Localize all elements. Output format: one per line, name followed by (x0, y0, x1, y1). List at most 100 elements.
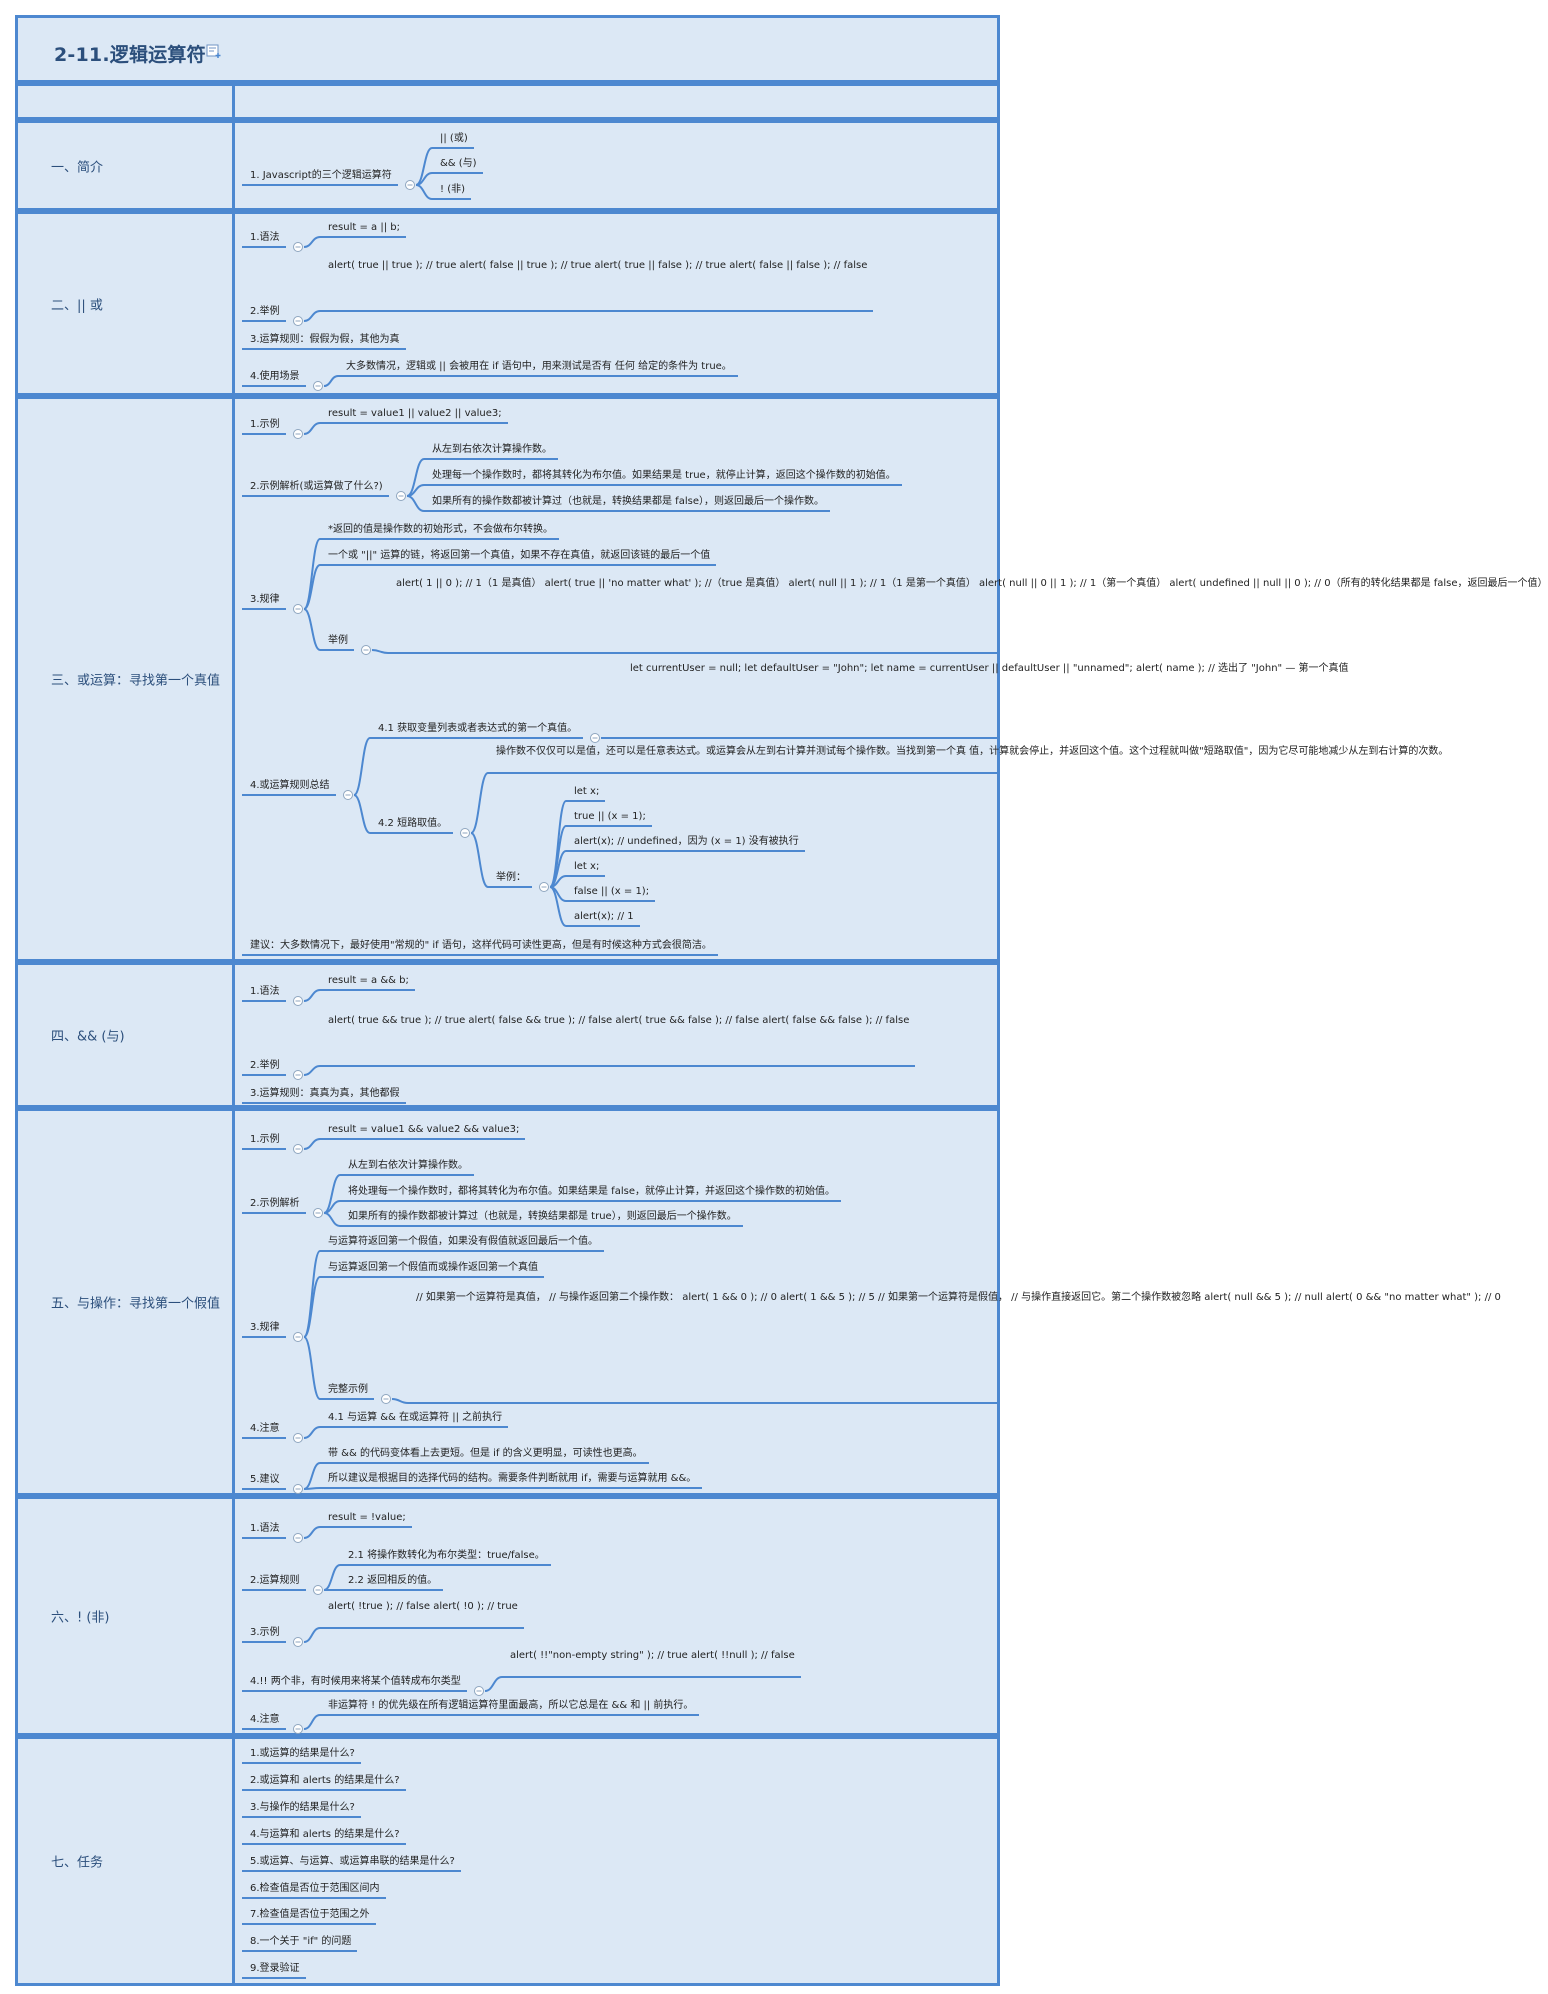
leaf-node[interactable]: 5.或运算、与运算、或运算串联的结果是什么? (250, 1856, 455, 1867)
header-spacer-left (15, 83, 235, 120)
section-title-cell: 六、! (非) (15, 1496, 235, 1736)
leaf-node[interactable]: 1.或运算的结果是什么? (250, 1748, 355, 1759)
topic-node[interactable]: 2.运算规则 (250, 1575, 300, 1586)
topic-node[interactable]: 2.举例 (250, 1060, 280, 1071)
section-content-cell: 1.或运算的结果是什么? 2.或运算和 alerts 的结果是什么? 3.与操作的结… (232, 1736, 1000, 1986)
leaf-node[interactable]: 所以建议是根据目的选择代码的结构。需要条件判断就用 if，需要与运算就用 &&。 (328, 1473, 697, 1484)
section-content-cell: 1.语法 result = a || b; 2.举例 alert( true || t… (232, 211, 1000, 396)
leaf-node[interactable]: 操作数不仅仅可以是值，还可以是任意表达式。或运算会从左到右计算并测试每个操作数。… (496, 746, 1449, 757)
topic-node[interactable]: 4.!! 两个非，有时候用来将某个值转成布尔类型 (250, 1676, 461, 1687)
leaf-node[interactable]: 从左到右依次计算操作数。 (432, 444, 552, 455)
topic-node[interactable]: 2.举例 (250, 306, 280, 317)
branch-lines (242, 1138, 1000, 1494)
leaf-node[interactable]: result = a && b; (328, 975, 409, 986)
leaf-node[interactable]: *返回的值是操作数的初始形式，不会做布尔转换。 (328, 524, 553, 535)
section-title: 四、&& (与) (51, 1029, 125, 1045)
note-add-icon[interactable] (206, 44, 222, 58)
section-content-cell: 1.示例 result = value1 && value2 && value3;… (232, 1108, 1501, 1496)
leaf-node[interactable]: alert(x); // undefined，因为 (x = 1) 没有被执行 (574, 836, 799, 847)
leaf-node[interactable]: 4.1 与运算 && 在或运算符 || 之前执行 (328, 1412, 503, 1423)
leaf-node[interactable]: 如果所有的操作数都被计算过（也就是，转换结果都是 false），则返回最后一个操… (432, 496, 824, 507)
section-content-cell: 1.语法 result = a && b; 2.举例 alert( true && t… (232, 962, 1000, 1108)
section-title-cell: 五、与操作：寻找第一个假值 (15, 1108, 235, 1496)
topic-node[interactable]: 举例 (328, 635, 348, 646)
leaf-node[interactable]: 3.与操作的结果是什么? (250, 1802, 355, 1813)
leaf-node[interactable]: ! (非) (440, 184, 465, 195)
leaf-node[interactable]: 9.登录验证 (250, 1963, 300, 1974)
leaf-node[interactable]: alert( 1 || 0 ); // 1（1 是真值） alert( true… (396, 578, 1548, 589)
topic-node[interactable]: 1. Javascript的三个逻辑运算符 (250, 170, 392, 181)
leaf-node[interactable]: alert(x); // 1 (574, 911, 634, 922)
topic-node[interactable]: 2.示例解析 (250, 1198, 300, 1209)
leaf-node[interactable]: 3.运算规则：真真为真，其他都假 (250, 1088, 400, 1099)
leaf-node[interactable]: alert( true || true ); // true alert( fa… (328, 260, 868, 271)
topic-node[interactable]: 3.规律 (250, 594, 280, 605)
section-title: 二、|| 或 (51, 298, 103, 313)
topic-node[interactable]: 2.示例解析(或运算做了什么?) (250, 481, 383, 492)
leaf-node[interactable]: 处理每一个操作数时，都将其转化为布尔值。如果结果是 true，就停止计算，返回这… (432, 470, 896, 481)
leaf-node[interactable]: 如果所有的操作数都被计算过（也就是，转换结果都是 true），则返回最后一个操作… (348, 1211, 737, 1222)
leaf-node[interactable]: result = !value; (328, 1512, 406, 1523)
leaf-node[interactable]: // 如果第一个运算符是真值， // 与操作返回第二个操作数： alert( 1… (416, 1292, 1501, 1303)
page-title: 2-11.逻辑运算符 (54, 44, 206, 66)
leaf-node[interactable]: alert( true && true ); // true alert( fa… (328, 1015, 910, 1026)
leaf-node[interactable]: && (与) (440, 158, 477, 169)
topic-node[interactable]: 4.1 获取变量列表或者表达式的第一个真值。 (378, 723, 578, 734)
leaf-node[interactable]: 大多数情况，逻辑或 || 会被用在 if 语句中，用来测试是否有 任何 给定的条… (346, 361, 732, 372)
title-row: 2-11.逻辑运算符 (15, 15, 1000, 83)
branch-lines (242, 422, 1000, 956)
section-title: 三、或运算：寻找第一个真值 (51, 673, 221, 689)
topic-node[interactable]: 举例： (496, 872, 526, 883)
leaf-node[interactable]: 2.或运算和 alerts 的结果是什么? (250, 1775, 400, 1786)
leaf-node[interactable]: 将处理每一个操作数时，都将其转化为布尔值。如果结果是 false，就停止计算，并… (348, 1186, 835, 1197)
leaf-node[interactable]: 3.运算规则：假假为假，其他为真 (250, 334, 400, 345)
topic-node[interactable]: 完整示例 (328, 1384, 368, 1395)
section-title-cell: 三、或运算：寻找第一个真值 (15, 396, 235, 962)
leaf-node[interactable]: 从左到右依次计算操作数。 (348, 1160, 468, 1171)
leaf-node[interactable]: alert( !!"non-empty string" ); // true a… (510, 1650, 795, 1661)
topic-node[interactable]: 4.使用场景 (250, 371, 300, 382)
leaf-node[interactable]: 一个或 "||" 运算的链，将返回第一个真值，如果不存在真值，就返回该链的最后一… (328, 550, 711, 561)
leaf-node[interactable]: let x; (574, 861, 600, 872)
leaf-node[interactable]: let currentUser = null; let defaultUser … (630, 663, 1349, 674)
leaf-node[interactable]: 8.一个关于 "if" 的问题 (250, 1936, 352, 1947)
topic-node[interactable]: 4.2 短路取值。 (378, 818, 448, 829)
leaf-node[interactable]: 2.2 返回相反的值。 (348, 1575, 438, 1586)
leaf-node[interactable]: 与运算返回第一个假值而或操作返回第一个真值 (328, 1262, 538, 1273)
leaf-node[interactable]: result = value1 || value2 || value3; (328, 408, 502, 419)
section-title-cell: 七、任务 (15, 1736, 235, 1986)
leaf-node[interactable]: 建议：大多数情况下，最好使用"常规的" if 语句，这样代码可读性更高，但是有时… (250, 940, 712, 951)
leaf-node[interactable]: 非运算符 ! 的优先级在所有逻辑运算符里面最高，所以它总是在 && 和 || 前… (328, 1700, 694, 1711)
leaf-node[interactable]: true || (x = 1); (574, 811, 646, 822)
leaf-node[interactable]: 6.检查值是否位于范围区间内 (250, 1883, 380, 1894)
leaf-node[interactable]: 7.检查值是否位于范围之外 (250, 1909, 370, 1920)
topic-node[interactable]: 1.语法 (250, 232, 280, 243)
leaf-node[interactable]: || (或) (440, 133, 468, 144)
leaf-node[interactable]: alert( !true ); // false alert( !0 ); //… (328, 1601, 518, 1612)
header-spacer-right (232, 83, 1000, 120)
section-title: 七、任务 (51, 1855, 104, 1871)
leaf-node[interactable]: 4.与运算和 alerts 的结果是什么? (250, 1829, 400, 1840)
section-title: 五、与操作：寻找第一个假值 (51, 1296, 221, 1312)
topic-node[interactable]: 4.或运算规则总结 (250, 780, 330, 791)
leaf-node[interactable]: 与运算符返回第一个假值，如果没有假值就返回最后一个值。 (328, 1236, 598, 1247)
topic-node[interactable]: 5.建议 (250, 1474, 280, 1485)
topic-node[interactable]: 4.注意 (250, 1714, 280, 1725)
section-title-cell: 四、&& (与) (15, 962, 235, 1108)
topic-node[interactable]: 1.示例 (250, 419, 280, 430)
topic-node[interactable]: 1.示例 (250, 1134, 280, 1145)
leaf-node[interactable]: 2.1 将操作数转化为布尔类型：true/false。 (348, 1550, 545, 1561)
topic-node[interactable]: 4.注意 (250, 1423, 280, 1434)
topic-node[interactable]: 3.示例 (250, 1627, 280, 1638)
section-content-cell: 1.示例 result = value1 || value2 || value3;… (232, 396, 1548, 962)
leaf-node[interactable]: false || (x = 1); (574, 886, 650, 897)
leaf-node[interactable]: result = value1 && value2 && value3; (328, 1124, 520, 1135)
leaf-node[interactable]: result = a || b; (328, 222, 400, 233)
topic-node[interactable]: 1.语法 (250, 986, 280, 997)
branch-lines (242, 236, 873, 391)
topic-node[interactable]: 1.语法 (250, 1523, 280, 1534)
section-title: 一、简介 (51, 160, 104, 175)
leaf-node[interactable]: let x; (574, 786, 600, 797)
topic-node[interactable]: 3.规律 (250, 1322, 280, 1333)
leaf-node[interactable]: 带 && 的代码变体看上去更短。但是 if 的含义更明显，可读性也更高。 (328, 1448, 643, 1459)
